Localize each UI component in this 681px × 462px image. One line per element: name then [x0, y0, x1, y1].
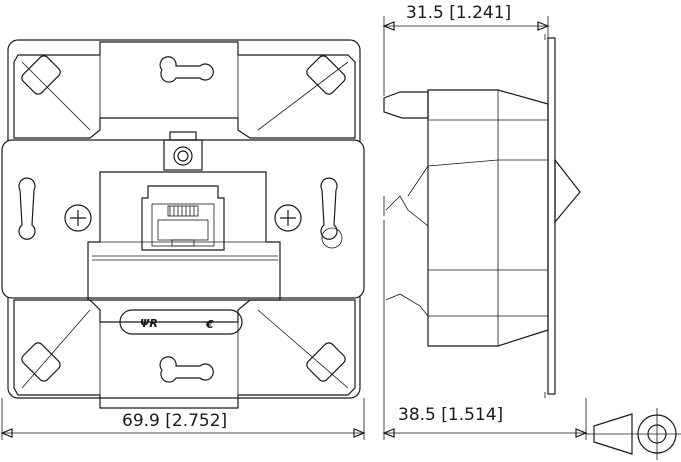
projection-symbol — [586, 408, 681, 460]
center-body — [1, 139, 365, 299]
corner-slot-top-right — [306, 55, 346, 95]
cover-pivot — [163, 131, 203, 171]
dim-side-top — [382, 16, 550, 96]
keyhole-right — [320, 177, 343, 249]
dim-side-bottom-label: 38.5 [1.514] — [398, 405, 503, 425]
front-view: ΨR € 69.9 [2.752] — [0, 39, 366, 440]
logo-plate: ΨR € — [119, 309, 243, 335]
side-view: 31.5 [1.241] 38.5 [1.514] — [382, 3, 588, 440]
ce-mark: € — [205, 318, 214, 331]
dim-front-width — [0, 398, 366, 440]
logo-mark: ΨR — [140, 317, 158, 330]
corner-slot-bottom-right — [306, 342, 346, 382]
rj45-housing — [87, 171, 281, 301]
keyhole-left — [18, 177, 36, 240]
keyhole-bottom — [159, 356, 214, 383]
dim-side-bottom — [382, 220, 588, 440]
screw-right — [274, 204, 302, 232]
top-mounting-plate — [13, 41, 356, 139]
bottom-mounting-plate — [13, 299, 356, 409]
rj45-port — [141, 185, 225, 251]
dim-side-top-label: 31.5 [1.241] — [406, 3, 511, 23]
corner-slot-top-left — [21, 55, 61, 95]
keyhole-top — [159, 56, 214, 83]
side-front-plate — [547, 37, 556, 395]
dim-front-width-label: 69.9 [2.752] — [122, 411, 227, 431]
screw-left — [64, 204, 92, 232]
corner-slot-bottom-left — [21, 342, 61, 382]
